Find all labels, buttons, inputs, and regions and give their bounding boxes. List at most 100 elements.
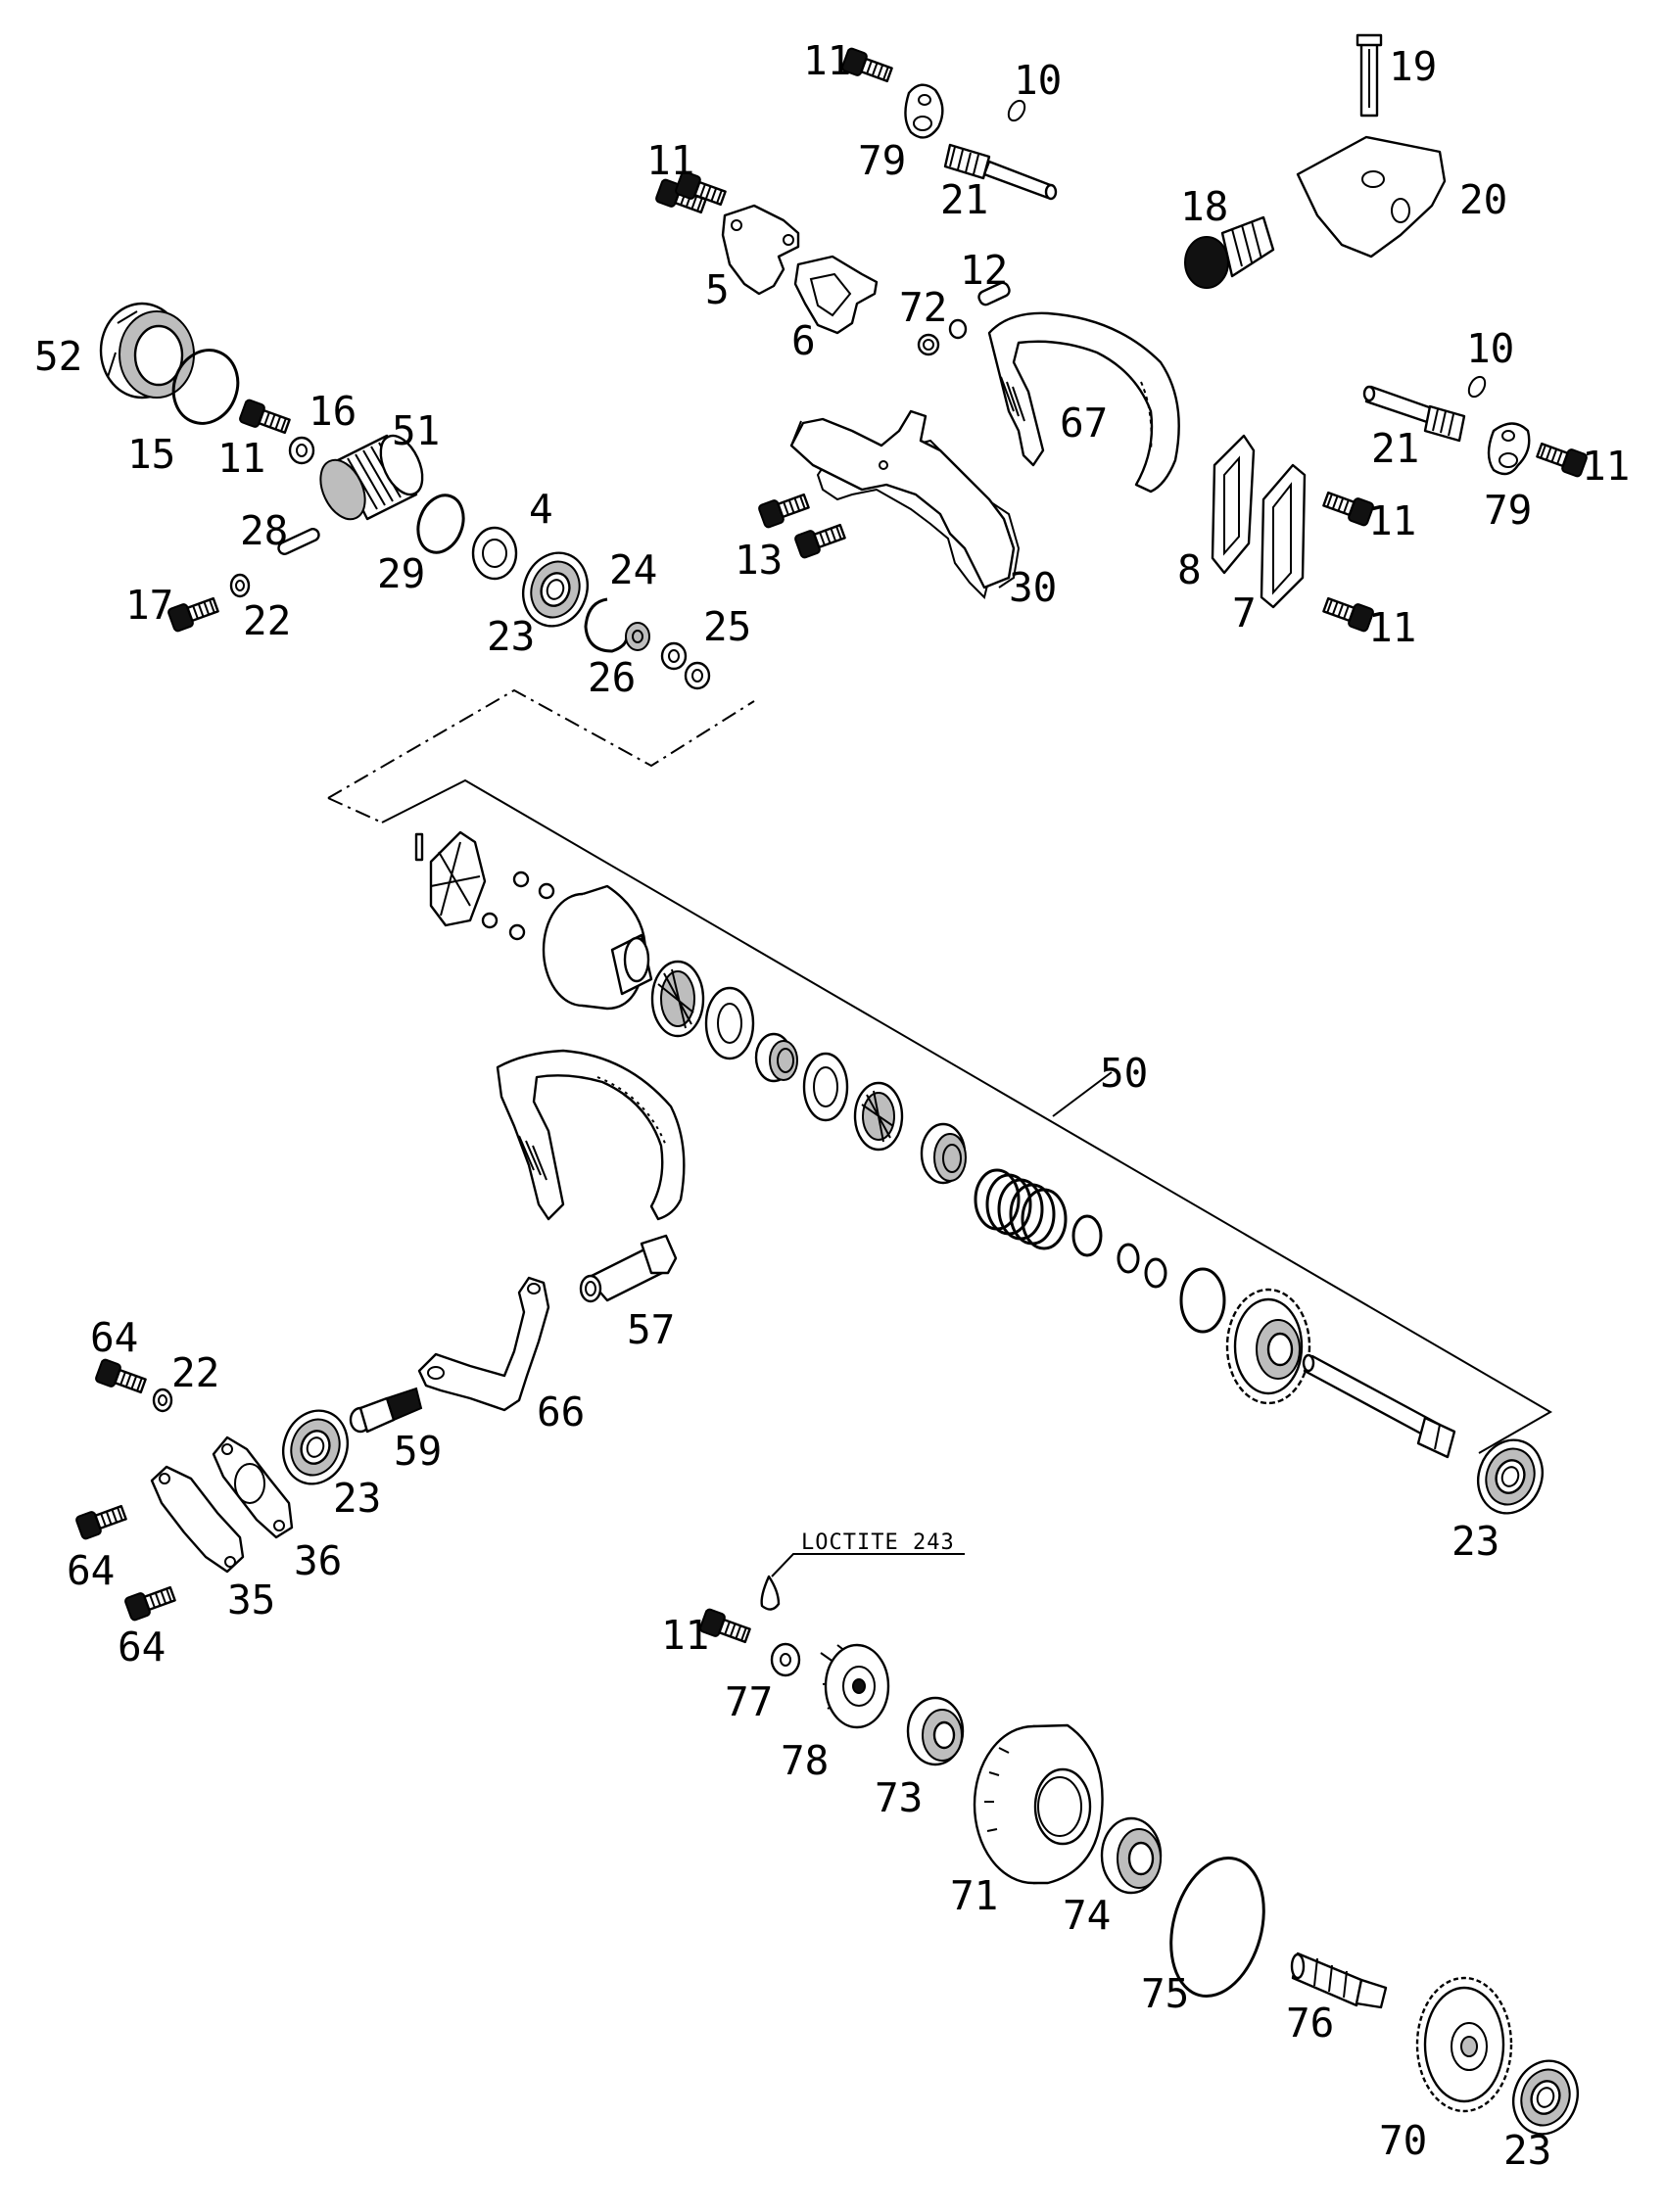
label-6: 6 xyxy=(791,317,816,364)
label-11: 11 xyxy=(217,435,265,482)
bolt-64-a xyxy=(93,1357,149,1398)
label-23: 23 xyxy=(333,1475,381,1522)
label-79: 79 xyxy=(1484,487,1532,534)
cover-plate-5 xyxy=(721,204,800,296)
arm-30 xyxy=(789,409,1021,599)
pivot-57 xyxy=(579,1234,678,1303)
thrust-washer-b xyxy=(802,1052,849,1122)
ratchet-gear xyxy=(429,830,487,927)
cover-35 xyxy=(150,1465,245,1574)
label-11: 11 xyxy=(646,137,694,184)
spacer-26 xyxy=(625,622,650,651)
bolt-11-right xyxy=(1534,438,1590,479)
label-11: 11 xyxy=(661,1612,709,1659)
shaft-21-right xyxy=(1362,385,1466,443)
o-ring-10-top xyxy=(1007,99,1026,122)
bolt-13-b xyxy=(792,519,848,560)
label-64: 64 xyxy=(67,1547,115,1594)
needle-bearing-b xyxy=(853,1081,904,1152)
label-19: 19 xyxy=(1389,43,1437,90)
pin xyxy=(414,832,424,862)
label-17: 17 xyxy=(125,582,173,629)
pin-12 xyxy=(977,281,1011,306)
washer-s2 xyxy=(1117,1243,1140,1274)
spring-18 xyxy=(1184,215,1275,289)
bolt-13-a xyxy=(756,489,812,530)
label-74: 74 xyxy=(1063,1892,1111,1939)
label-25: 25 xyxy=(703,603,751,650)
bearing-23-right xyxy=(1466,1430,1554,1524)
o-ring-10-right xyxy=(1467,375,1487,399)
label-76: 76 xyxy=(1286,2000,1334,2047)
washer-s1 xyxy=(1071,1214,1103,1257)
housing-71 xyxy=(973,1723,1104,1885)
loctite-note: LOCTITE 243 xyxy=(801,1530,955,1555)
circlip-24 xyxy=(584,597,629,653)
lock-plate-79-right xyxy=(1487,422,1531,476)
gasket-8 xyxy=(1211,434,1256,575)
label-64: 64 xyxy=(118,1624,166,1671)
leader-loctite xyxy=(771,1553,965,1577)
nut-72 xyxy=(917,318,968,356)
nut-52 xyxy=(99,302,195,400)
label-64: 64 xyxy=(90,1314,138,1361)
label-71: 71 xyxy=(950,1872,998,1919)
label-21: 21 xyxy=(940,176,988,223)
label-15: 15 xyxy=(127,431,175,478)
label-30: 30 xyxy=(1009,564,1057,611)
balls xyxy=(481,871,555,941)
pin-28 xyxy=(277,528,320,555)
seal-73 xyxy=(906,1696,965,1766)
label-22: 22 xyxy=(243,597,291,644)
label-13: 13 xyxy=(735,537,783,584)
label-52: 52 xyxy=(34,333,82,380)
label-24: 24 xyxy=(609,546,657,593)
thrust-washer-a xyxy=(704,986,755,1060)
spacer-ring xyxy=(920,1122,967,1185)
label-22: 22 xyxy=(171,1349,219,1396)
label-59: 59 xyxy=(394,1428,442,1475)
label-28: 28 xyxy=(240,507,288,554)
bushing xyxy=(754,1032,798,1083)
lever-66 xyxy=(417,1276,550,1412)
label-78: 78 xyxy=(781,1737,829,1784)
label-51: 51 xyxy=(392,407,440,454)
loctite-drop xyxy=(760,1575,781,1611)
label-70: 70 xyxy=(1379,2117,1427,2164)
label-26: 26 xyxy=(588,654,636,701)
label-11: 11 xyxy=(1368,497,1416,544)
lock-plate-79-top xyxy=(904,83,944,139)
washer-77 xyxy=(770,1642,801,1677)
assembly-outline-50 xyxy=(381,778,1552,1454)
label-23: 23 xyxy=(1503,2127,1551,2174)
ratchet-67 xyxy=(987,311,1180,494)
label-29: 29 xyxy=(377,550,425,597)
o-ring-29 xyxy=(416,494,465,554)
dashed-outline xyxy=(327,688,755,824)
label-67: 67 xyxy=(1060,400,1108,447)
bolt-11-r3 xyxy=(1320,592,1376,634)
washer-22-left xyxy=(229,573,251,598)
shaft-21-top xyxy=(943,143,1058,201)
washer-16 xyxy=(288,436,315,465)
label-57: 57 xyxy=(627,1306,675,1353)
shaft-76 xyxy=(1290,1952,1388,2009)
label-8: 8 xyxy=(1177,546,1202,593)
label-11: 11 xyxy=(803,37,851,84)
label-35: 35 xyxy=(227,1577,275,1624)
label-10: 10 xyxy=(1014,57,1062,104)
gear-70 xyxy=(1415,1976,1513,2113)
gasket-6 xyxy=(793,255,879,335)
label-73: 73 xyxy=(875,1774,923,1821)
label-4: 4 xyxy=(529,486,553,533)
kick-shaft xyxy=(1302,1353,1456,1459)
label-18: 18 xyxy=(1180,183,1228,230)
label-12: 12 xyxy=(960,247,1008,294)
label-21: 21 xyxy=(1371,425,1419,472)
selector-20 xyxy=(1296,135,1447,259)
bolt-64-c xyxy=(122,1581,178,1623)
washer-s3 xyxy=(1144,1257,1167,1289)
gear-hub xyxy=(542,884,653,1011)
label-77: 77 xyxy=(725,1678,773,1725)
